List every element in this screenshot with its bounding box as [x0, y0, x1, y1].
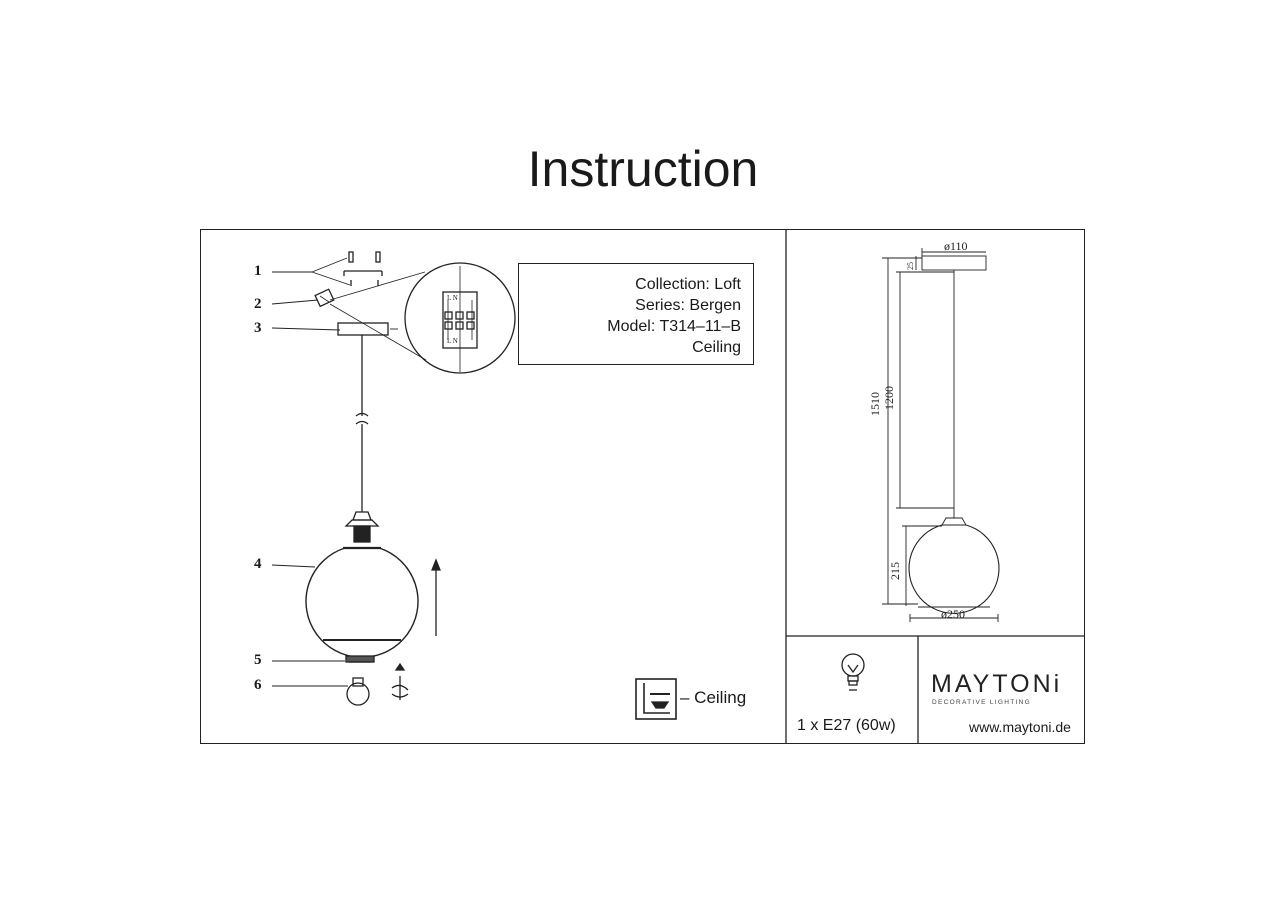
collection-label: Collection: Loft — [635, 276, 741, 293]
ceiling-legend-label: – Ceiling — [680, 688, 747, 707]
callout-3: 3 — [254, 320, 262, 336]
glass-shade-part — [305, 546, 419, 658]
brand-tagline: DECORATIVE LIGHTING — [932, 699, 1031, 706]
mount-type-label: Ceiling — [692, 339, 741, 356]
wiring-detail — [404, 262, 516, 374]
canopy-height-label: 25 — [906, 262, 915, 270]
lamp-holder — [344, 511, 380, 543]
brand-url: www.maytoni.de — [969, 719, 1071, 735]
callout-2: 2 — [254, 296, 262, 312]
brand-logo: MAYTONi — [931, 670, 1063, 698]
total-height-label: 1510 — [868, 392, 882, 416]
bulb-part — [346, 677, 370, 706]
terminal-label-bottom: L N — [447, 337, 458, 345]
model-label: Model: T314–11–B — [607, 318, 741, 335]
screws-part — [343, 251, 383, 286]
page-title: Instruction — [527, 141, 759, 197]
canopy-part — [337, 322, 398, 512]
callout-5: 5 — [254, 652, 262, 668]
callout-1: 1 — [254, 263, 262, 279]
canopy-diameter-label: ø110 — [944, 239, 968, 253]
product-info-box: Collection: Loft Series: Bergen Model: T… — [518, 263, 754, 365]
terminal-label-top: L N — [447, 294, 458, 302]
light-bulb-icon — [841, 653, 865, 691]
dimension-drawing — [882, 248, 1000, 622]
bulb-spec-label: 1 x E27 (60w) — [797, 717, 896, 734]
shade-height-label: 215 — [888, 562, 902, 580]
rotate-install-icon — [391, 662, 409, 700]
series-label: Series: Bergen — [635, 297, 741, 314]
callout-6: 6 — [254, 677, 262, 693]
ceiling-mount-icon — [635, 678, 677, 720]
shade-ring-part — [345, 655, 375, 663]
instruction-sheet — [200, 229, 1085, 744]
shade-diameter-label: ø250 — [941, 607, 965, 621]
terminal-block-part — [314, 271, 427, 361]
cable-length-label: 1200 — [882, 386, 896, 410]
install-arrow — [431, 558, 441, 636]
callout-4: 4 — [254, 556, 262, 572]
